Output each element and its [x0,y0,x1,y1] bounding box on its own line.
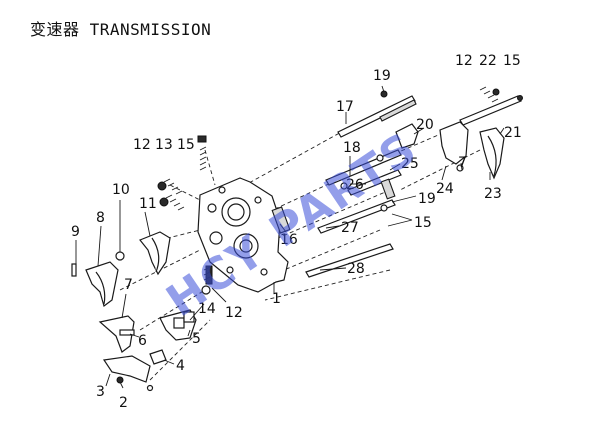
callout-12a: 12 [133,137,151,153]
callout-19b: 19 [418,191,436,207]
callout-20: 20 [416,117,434,133]
callout-15b: 15 [503,53,521,69]
callout-6: 6 [138,333,147,349]
callout-15a: 15 [177,137,195,153]
assembly-lines [119,129,481,381]
callout-5: 5 [192,331,201,347]
callout-12c: 12 [225,305,243,321]
callout-18: 18 [343,140,361,156]
callout-1: 1 [272,291,281,307]
callout-labels: 1 2 3 4 5 6 7 7 8 9 10 11 12 12 12 13 14… [71,53,522,411]
callout-24: 24 [436,181,454,197]
callout-4: 4 [176,358,185,374]
transmission-housing [197,177,289,293]
callout-13: 13 [155,137,173,153]
callout-10: 10 [112,182,130,198]
callout-8: 8 [96,210,105,226]
callout-leaders [75,85,505,389]
callout-3: 3 [96,384,105,400]
callout-19a: 19 [373,68,391,84]
callout-7b: 7 [458,155,467,171]
callout-11: 11 [139,196,157,212]
callout-14: 14 [198,301,216,317]
callout-27: 27 [341,220,359,236]
callout-9: 9 [71,224,80,240]
callout-26: 26 [346,177,364,193]
callout-23: 23 [484,186,502,202]
callout-2: 2 [119,395,128,411]
shift-forks [71,121,505,384]
callout-22: 22 [479,53,497,69]
callout-16: 16 [280,232,298,248]
shift-rails [305,90,523,278]
callout-25: 25 [401,156,419,172]
callout-28: 28 [347,261,365,277]
callout-15c: 15 [414,215,432,231]
callout-21: 21 [504,125,522,141]
callout-12b: 12 [455,53,473,69]
callout-7a: 7 [124,277,133,293]
page-title: 变速器 TRANSMISSION [30,20,212,39]
callout-17: 17 [336,99,354,115]
